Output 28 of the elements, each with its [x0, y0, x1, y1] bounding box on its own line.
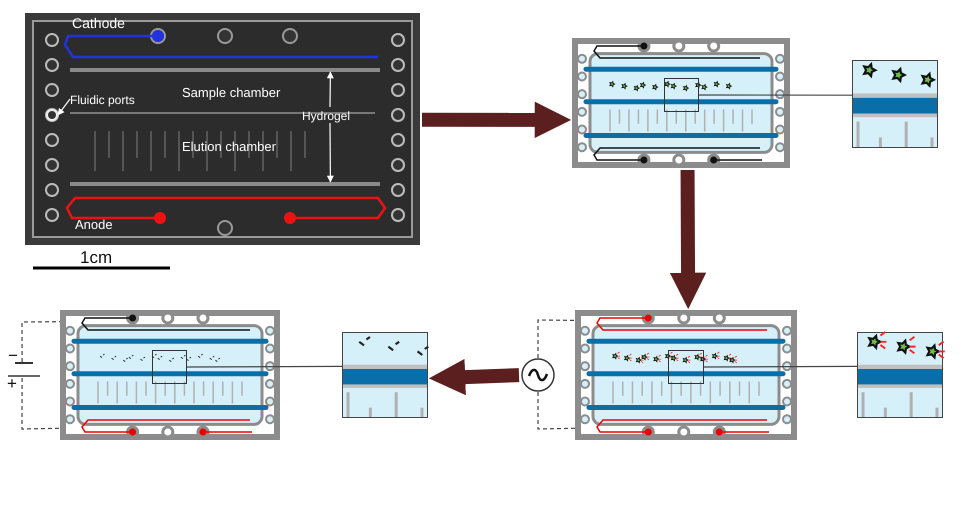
leader-arrow: [58, 98, 70, 116]
wire: [537, 319, 575, 358]
scale-label: 1cm: [80, 248, 112, 268]
hydrogel-strip: [70, 182, 380, 186]
leader-line: [704, 366, 857, 368]
wire: [537, 392, 576, 430]
zoom-frame: [664, 78, 699, 112]
wire: [21, 378, 60, 430]
polarity-sign: −: [8, 346, 18, 366]
polarity-sign: +: [7, 374, 17, 394]
callout-label: Hydrogel: [302, 109, 350, 123]
part-label: Elution chamber: [182, 139, 276, 154]
fluidic-port: [46, 109, 58, 121]
leader-line: [187, 366, 342, 368]
zoom-frame: [152, 350, 187, 384]
leader-arrow: [326, 71, 334, 107]
process-arrow: [422, 102, 572, 138]
leader-arrow: [326, 123, 334, 183]
hydrogel-strip: [70, 68, 380, 72]
part-label: Sample chamber: [182, 85, 280, 100]
leader-line: [699, 94, 852, 96]
zoom-frame: [668, 350, 704, 384]
process-arrow: [428, 358, 520, 396]
part-label: Anode: [75, 217, 113, 232]
callout-label: Fluidic ports: [70, 93, 135, 107]
wire: [21, 321, 60, 362]
part-label: Cathode: [72, 15, 125, 31]
process-arrow: [670, 170, 706, 310]
